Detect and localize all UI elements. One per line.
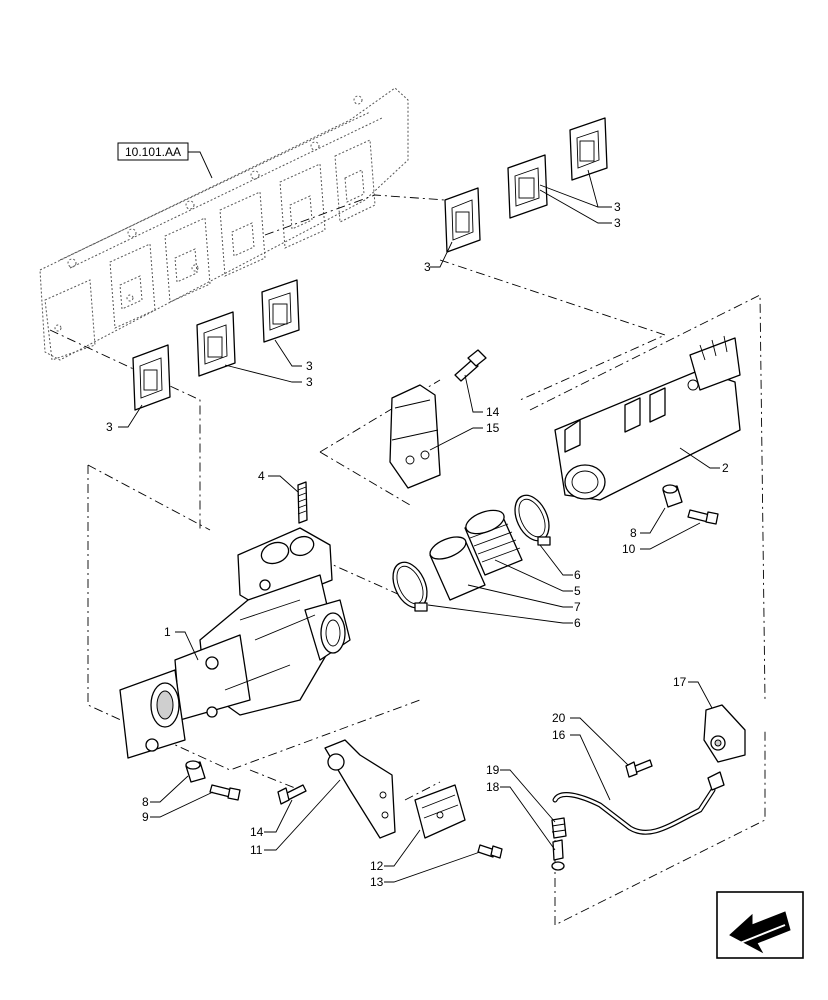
label-3: 3 [614, 216, 621, 230]
bolt-10 [687, 509, 719, 525]
union-fitting-19 [551, 817, 567, 839]
label-18: 18 [486, 780, 500, 794]
bellows-5 [464, 509, 523, 576]
bolt-13 [477, 844, 503, 859]
exhaust-manifold-2 [554, 335, 741, 501]
exhaust-elbow-assembly-1 [119, 527, 351, 759]
assembly-centerlines [49, 194, 766, 926]
sleeve-8-lower [185, 760, 206, 783]
bracket-12 [414, 784, 466, 839]
label-6: 6 [574, 616, 581, 630]
label-7: 7 [574, 600, 581, 614]
gasket-lower-2 [196, 311, 236, 377]
label-3: 3 [424, 260, 431, 274]
gasket-lower-3 [261, 279, 300, 343]
label-8: 8 [142, 795, 149, 809]
label-16: 16 [552, 728, 566, 742]
leader-lines [118, 169, 720, 883]
gasket-upper-2 [507, 154, 548, 219]
label-2: 2 [722, 461, 729, 475]
label-14: 14 [250, 825, 264, 839]
navigate-back-arrow-icon[interactable] [716, 891, 804, 959]
label-8: 8 [630, 526, 637, 540]
label-6: 6 [574, 568, 581, 582]
clamp-6-lower [392, 561, 428, 612]
label-3: 3 [306, 359, 313, 373]
sleeve-8-upper [662, 484, 683, 508]
label-15: 15 [486, 421, 500, 435]
bolt-9 [209, 784, 241, 801]
label-9: 9 [142, 810, 149, 824]
label-12: 12 [370, 859, 384, 873]
clamp-6-upper [514, 494, 551, 546]
label-20: 20 [552, 711, 566, 725]
sleeve-7 [429, 536, 486, 601]
label-19: 19 [486, 763, 500, 777]
label-13: 13 [370, 875, 384, 889]
bracket-11 [324, 739, 396, 839]
gasket-lower-1 [132, 344, 171, 411]
gasket-upper-1 [444, 187, 481, 253]
label-11: 11 [250, 843, 263, 857]
reference-box-label: 10.101.AA [125, 145, 181, 159]
label-10: 10 [622, 542, 636, 556]
cylinder-head-outline [39, 87, 409, 361]
bolt-14-lower [277, 784, 307, 805]
label-3: 3 [106, 420, 113, 434]
label-1: 1 [164, 625, 171, 639]
callout-labels: 3 3 3 3 3 3 14 15 2 4 1 6 5 7 6 8 10 8 9… [106, 200, 729, 889]
label-4: 4 [258, 469, 265, 483]
sealing-washer-18 [551, 839, 565, 871]
label-3: 3 [306, 375, 313, 389]
label-3: 3 [614, 200, 621, 214]
bolt-14-upper [454, 349, 487, 382]
stud-4 [297, 481, 308, 524]
gasket-upper-3 [569, 117, 608, 181]
label-5: 5 [574, 584, 581, 598]
support-bracket-15 [389, 384, 441, 489]
label-17: 17 [673, 675, 687, 689]
bracket-17 [703, 704, 746, 763]
oil-pipe-16 [552, 771, 725, 835]
bolt-20 [625, 759, 653, 778]
label-14: 14 [486, 405, 500, 419]
reference-box[interactable]: 10.101.AA [117, 142, 213, 179]
